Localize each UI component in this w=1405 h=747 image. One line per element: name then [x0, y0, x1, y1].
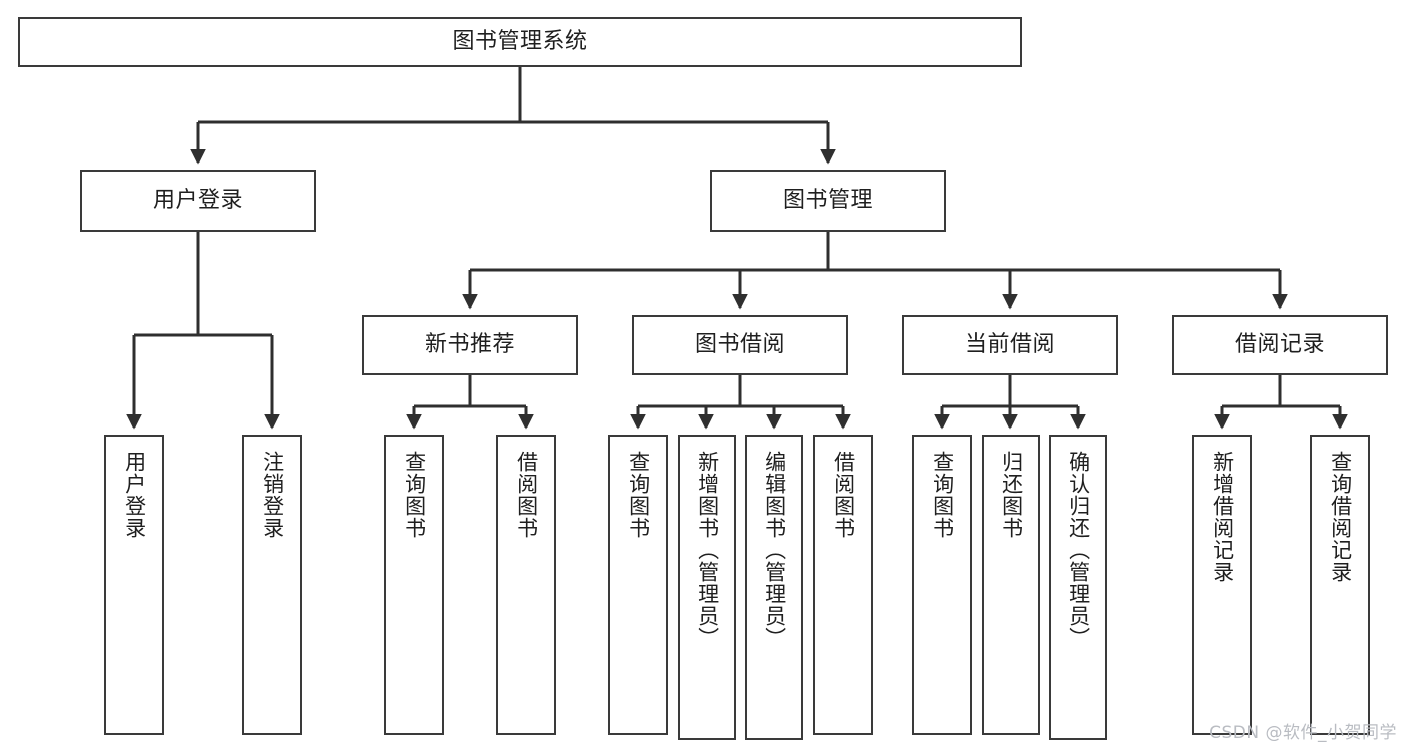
node-leaf-add-record-label: 新增借阅记录 [1210, 451, 1235, 583]
node-leaf-query-book-3-label: 查询图书 [930, 451, 955, 539]
node-book-manage[interactable]: 图书管理 [710, 170, 946, 232]
node-leaf-query-record[interactable]: 查询借阅记录 [1310, 435, 1370, 735]
node-current-borrow[interactable]: 当前借阅 [902, 315, 1118, 375]
node-leaf-edit-book[interactable]: 编辑图书（管理员） [745, 435, 803, 740]
node-borrow-record[interactable]: 借阅记录 [1172, 315, 1388, 375]
node-leaf-query-book-1[interactable]: 查询图书 [384, 435, 444, 735]
node-leaf-query-book-2-label: 查询图书 [626, 451, 651, 539]
node-borrow-record-label: 借阅记录 [1234, 332, 1325, 358]
node-leaf-logout-login-label: 注销登录 [260, 451, 285, 539]
node-user-login-label: 用户登录 [152, 188, 243, 214]
node-user-login[interactable]: 用户登录 [80, 170, 316, 232]
node-leaf-borrow-book-2-label: 借阅图书 [831, 451, 856, 539]
node-new-book-recommend-label: 新书推荐 [424, 332, 515, 358]
node-book-borrow-label: 图书借阅 [694, 332, 785, 358]
csdn-watermark: CSDN @软件_小贺同学 [1209, 723, 1397, 743]
node-leaf-user-login[interactable]: 用户登录 [104, 435, 164, 735]
node-leaf-return-book[interactable]: 归还图书 [982, 435, 1040, 735]
node-new-book-recommend[interactable]: 新书推荐 [362, 315, 578, 375]
node-root[interactable]: 图书管理系统 [18, 17, 1022, 67]
node-leaf-edit-book-label: 编辑图书（管理员） [762, 451, 787, 649]
node-leaf-logout-login[interactable]: 注销登录 [242, 435, 302, 735]
node-leaf-confirm-return[interactable]: 确认归还（管理员） [1049, 435, 1107, 740]
node-book-borrow[interactable]: 图书借阅 [632, 315, 848, 375]
node-leaf-confirm-return-label: 确认归还（管理员） [1066, 451, 1091, 649]
node-leaf-query-book-1-label: 查询图书 [402, 451, 427, 539]
node-leaf-return-book-label: 归还图书 [999, 451, 1024, 539]
node-leaf-query-record-label: 查询借阅记录 [1328, 451, 1353, 583]
node-leaf-add-book-label: 新增图书（管理员） [695, 451, 720, 649]
node-book-manage-label: 图书管理 [782, 188, 873, 214]
node-leaf-borrow-book-2[interactable]: 借阅图书 [813, 435, 873, 735]
node-leaf-query-book-2[interactable]: 查询图书 [608, 435, 668, 735]
node-root-label: 图书管理系统 [452, 29, 588, 55]
node-leaf-add-book[interactable]: 新增图书（管理员） [678, 435, 736, 740]
node-current-borrow-label: 当前借阅 [964, 332, 1055, 358]
node-leaf-user-login-label: 用户登录 [122, 451, 147, 539]
node-leaf-query-book-3[interactable]: 查询图书 [912, 435, 972, 735]
node-leaf-borrow-book-1[interactable]: 借阅图书 [496, 435, 556, 735]
node-leaf-add-record[interactable]: 新增借阅记录 [1192, 435, 1252, 735]
node-leaf-borrow-book-1-label: 借阅图书 [514, 451, 539, 539]
